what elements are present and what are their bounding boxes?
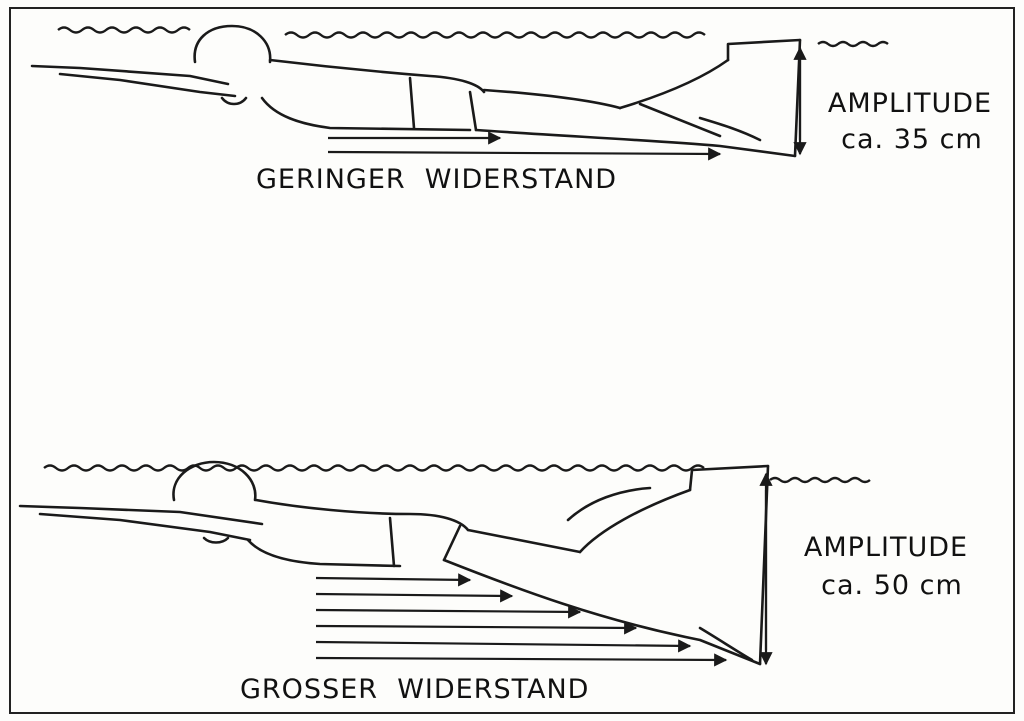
flow-arrow	[315, 605, 582, 619]
flow-arrow	[315, 573, 472, 587]
swimmer-bottom	[18, 460, 770, 666]
resistance-label-bottom: GROSSER WIDERSTAND	[240, 674, 589, 705]
water-surface-top-right	[284, 31, 706, 39]
amplitude-value-bottom: ca. 50 cm	[821, 570, 963, 601]
bottom-panel: AMPLITUDE ca. 50 cm GROSSER WIDERSTAND	[18, 460, 968, 705]
flow-arrow	[315, 639, 692, 653]
top-panel: AMPLITUDE ca. 35 cm GERINGER WIDERSTAND	[30, 24, 992, 195]
flow-arrow	[315, 589, 514, 603]
frame-border	[9, 7, 1015, 714]
resistance-label-top: GERINGER WIDERSTAND	[256, 164, 617, 195]
amplitude-value-top: ca. 35 cm	[841, 124, 983, 155]
amplitude-title-bottom: AMPLITUDE	[804, 532, 968, 563]
flow-arrow	[315, 653, 728, 667]
water-surface-bottom	[43, 464, 705, 472]
water-surface-bottom-right	[769, 476, 871, 484]
flow-arrow	[315, 621, 638, 635]
water-surface-top-left	[57, 26, 191, 34]
flow-arrow	[327, 147, 722, 161]
amplitude-title-top: AMPLITUDE	[828, 88, 992, 119]
water-surface-top-far-right	[817, 40, 889, 48]
swimmer-top	[30, 24, 802, 158]
